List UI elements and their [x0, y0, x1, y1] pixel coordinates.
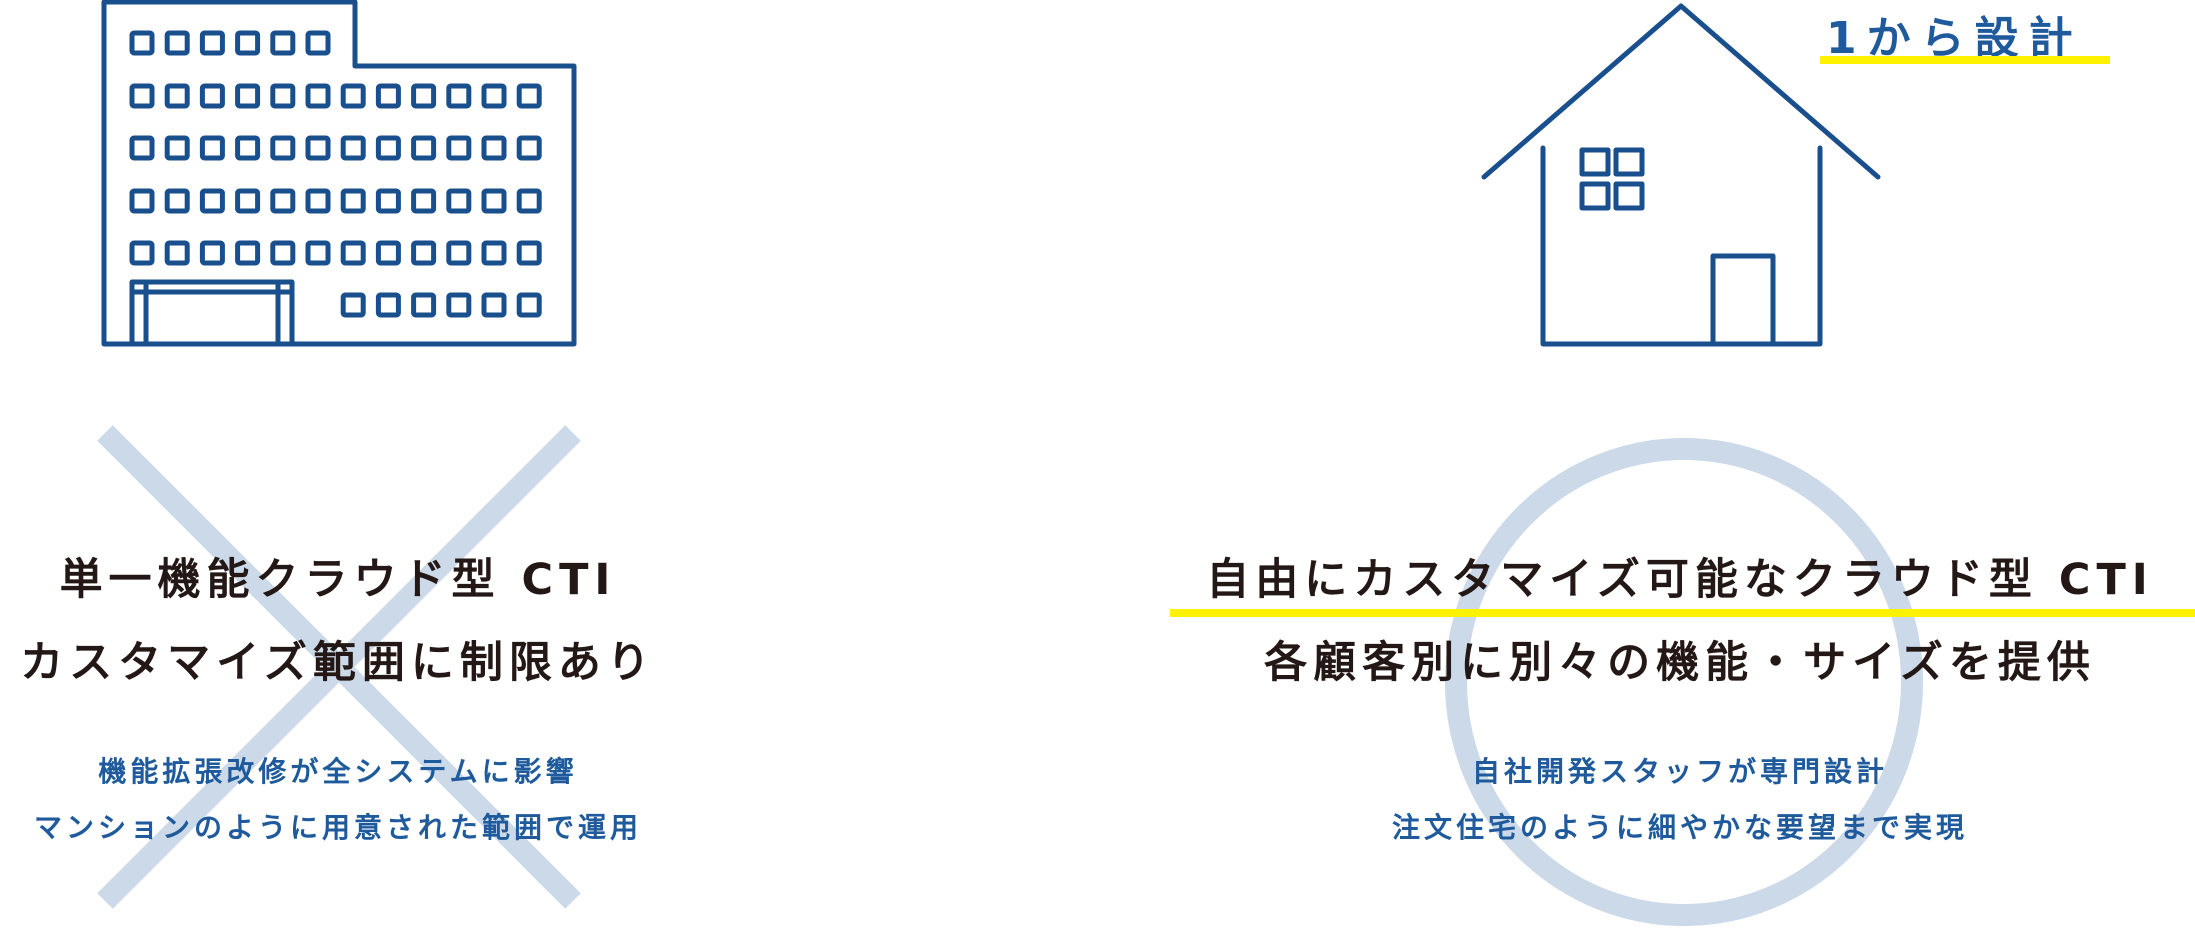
building-window — [516, 292, 542, 318]
building-window — [375, 188, 401, 214]
right-subtitle-line1: 自社開発スタッフが専門設計 — [1471, 755, 1888, 788]
left-title-line1: 単一機能クラウド型 CTI — [59, 555, 617, 605]
building-window — [446, 188, 472, 214]
building-window — [481, 83, 507, 109]
right-title-line1: 自由にカスタマイズ可能なクラウド型 CTI — [1206, 555, 2154, 605]
building-window — [199, 83, 225, 109]
building-window — [340, 188, 366, 214]
left-title-line2: カスタマイズ範囲に制限あり — [20, 638, 656, 688]
building-window — [270, 240, 296, 266]
building-window — [375, 292, 401, 318]
building-window — [129, 240, 155, 266]
building-window — [305, 30, 331, 56]
house-icon — [1481, 3, 1881, 347]
cross-mark — [97, 425, 581, 909]
right-subtitle-line2: 注文住宅のように細やかな要望まで実現 — [1391, 811, 1968, 844]
building-window — [411, 240, 437, 266]
building-window — [129, 135, 155, 161]
building-window — [446, 240, 472, 266]
from-scratch-badge: 1から設計 — [1826, 13, 2083, 64]
building-window — [516, 188, 542, 214]
building-window — [235, 240, 261, 266]
building-window — [235, 188, 261, 214]
building-window — [375, 135, 401, 161]
building-window — [305, 83, 331, 109]
building-window — [481, 292, 507, 318]
building-window — [375, 240, 401, 266]
building-window — [340, 292, 366, 318]
building-window — [270, 135, 296, 161]
building-window — [411, 83, 437, 109]
building-window — [516, 240, 542, 266]
building-window — [411, 135, 437, 161]
building-window — [481, 135, 507, 161]
building-window — [446, 292, 472, 318]
building-window — [199, 30, 225, 56]
building-window — [446, 83, 472, 109]
office-building-icon — [101, 0, 577, 347]
building-window — [340, 135, 366, 161]
building-window — [411, 292, 437, 318]
building-window — [340, 83, 366, 109]
building-window — [375, 83, 401, 109]
building-window — [305, 240, 331, 266]
building-window — [235, 30, 261, 56]
building-window — [164, 240, 190, 266]
left-subtitle-line2: マンションのように用意された範囲で運用 — [33, 811, 642, 844]
building-window — [129, 83, 155, 109]
circle-mark — [1445, 438, 1923, 926]
building-window — [270, 83, 296, 109]
building-window — [516, 83, 542, 109]
building-window — [305, 188, 331, 214]
building-window — [305, 135, 331, 161]
badge-underline — [1820, 56, 2110, 64]
building-window — [129, 188, 155, 214]
building-window — [199, 135, 225, 161]
building-window — [164, 83, 190, 109]
building-window — [270, 188, 296, 214]
right-title-line2: 各顧客別に別々の機能・サイズを提供 — [1264, 638, 2096, 688]
building-window — [481, 188, 507, 214]
building-window — [235, 83, 261, 109]
building-window — [446, 135, 472, 161]
building-window — [199, 240, 225, 266]
left-subtitle-line1: 機能拡張改修が全システムに影響 — [98, 755, 578, 788]
building-window — [411, 188, 437, 214]
building-window — [270, 30, 296, 56]
building-window — [516, 135, 542, 161]
building-window — [481, 240, 507, 266]
building-window — [164, 30, 190, 56]
building-window — [340, 240, 366, 266]
building-window — [129, 30, 155, 56]
building-window — [235, 135, 261, 161]
building-window — [199, 188, 225, 214]
building-window — [164, 135, 190, 161]
building-window — [164, 188, 190, 214]
title-highlight-underline — [1170, 609, 2195, 617]
